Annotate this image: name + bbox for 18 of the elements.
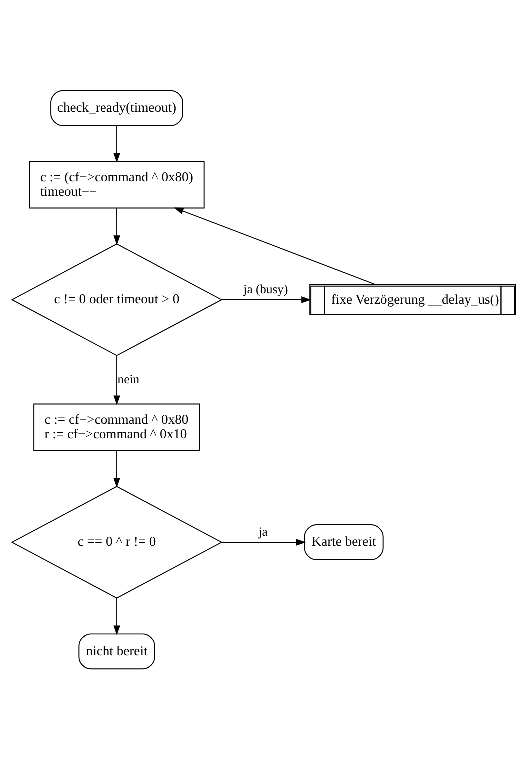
edge-label: nein xyxy=(118,372,140,386)
node-diamond: c != 0 oder timeout > 0 xyxy=(11,244,223,356)
node-box: c := cf−>command ^ 0x80 r := cf−>command ^ 0x10 xyxy=(34,404,200,452)
arrow xyxy=(114,125,120,163)
node-box: check_ready(timeout) xyxy=(50,90,184,126)
node-box: Karte bereit xyxy=(304,524,384,560)
node-box: nicht bereit xyxy=(78,634,156,670)
arrow xyxy=(222,296,312,304)
node-diamond: c == 0 ^ r != 0 xyxy=(11,486,223,599)
arrow xyxy=(174,208,377,286)
arrow xyxy=(114,356,120,406)
node-box: c := (cf−>command ^ 0x80) timeout−− xyxy=(29,161,205,209)
edge-label: ja xyxy=(258,525,268,540)
edge-label: ja (busy) xyxy=(244,282,288,297)
arrow xyxy=(114,598,120,636)
arrow xyxy=(114,450,120,488)
arrow xyxy=(114,208,120,246)
arrow xyxy=(221,539,306,546)
